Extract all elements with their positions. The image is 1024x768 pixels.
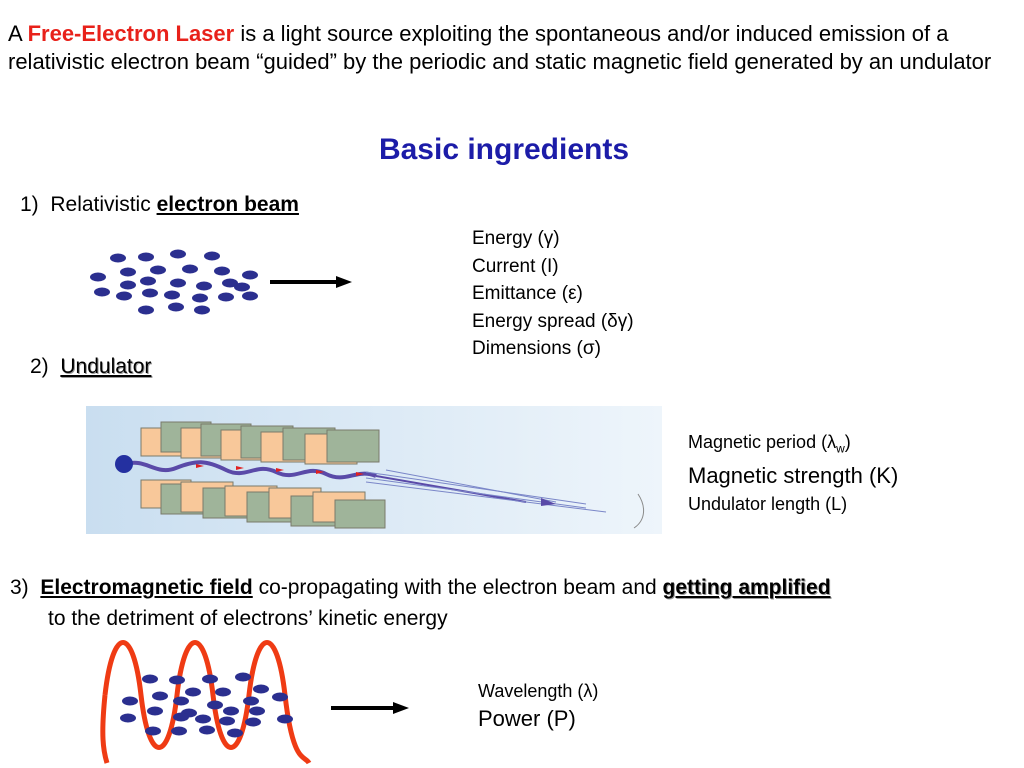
beam-properties: Energy (γ) Current (I) Emittance (ε) Ene…: [472, 225, 634, 363]
prop-dimensions: Dimensions (σ): [472, 338, 601, 359]
electron-cloud: [90, 249, 258, 315]
electron-trajectory: [125, 460, 644, 529]
field-arrow: [331, 702, 409, 714]
prop-energy: Energy (γ): [472, 228, 560, 249]
section3-title: 3) Electromagnetic field co-propagating …: [10, 572, 1022, 634]
prop-magnetic-period: Magnetic period (λw): [688, 432, 851, 456]
prop-current: Current (I): [472, 255, 559, 277]
prop-power: Power (P): [478, 706, 576, 731]
prop-undulator-length: Undulator length (L): [688, 493, 848, 514]
undulator-properties: Magnetic period (λw) Magnetic strength (…: [688, 430, 898, 517]
prop-energy-spread: Energy spread (δγ): [472, 310, 634, 332]
field-properties: Wavelength (λ) Power (P): [478, 678, 598, 734]
prop-wavelength: Wavelength (λ): [478, 681, 599, 701]
intro-prefix: A: [8, 21, 28, 46]
section2-emph: Undulator: [60, 355, 152, 378]
prop-emittance: Emittance (ε): [472, 283, 583, 304]
undulator-diagram: [86, 406, 662, 534]
intro-rest: is a light source exploiting the spontan…: [8, 21, 992, 74]
section3-emph: Electromagnetic field: [40, 576, 253, 599]
section1-title: 1) Relativistic electron beam: [20, 193, 299, 217]
section2-title: 2) Undulator: [30, 355, 151, 379]
section1-number: 1): [20, 193, 39, 216]
electron-source-dot: [115, 455, 133, 473]
field-arrows: [196, 464, 364, 476]
page-title: Basic ingredients: [378, 133, 630, 166]
section3-number: 3): [10, 576, 29, 599]
prop-magnetic-strength: Magnetic strength (K): [688, 462, 899, 488]
top-magnet-row: [140, 421, 380, 465]
em-wave: [102, 640, 312, 765]
section3-emph2: getting amplified: [662, 576, 831, 599]
beam-arrow: [270, 276, 352, 288]
section3-line1: 3) Electromagnetic field co-propagating …: [10, 572, 1022, 603]
section1-emph: electron beam: [156, 193, 299, 216]
section3-line2: to the detriment of electrons’ kinetic e…: [48, 607, 448, 630]
section1-text: Relativistic: [50, 193, 151, 216]
intro-highlight: Free-Electron Laser: [27, 21, 235, 46]
intro-paragraph: A Free-Electron Laser is a light source …: [8, 20, 1018, 76]
electron-beam-diagram: [90, 249, 352, 315]
em-field-diagram: [100, 640, 409, 765]
electron-cloud-field: [120, 672, 293, 738]
bottom-magnet-row: [140, 479, 386, 529]
section2-number: 2): [30, 355, 49, 378]
section3-text: co-propagating with the electron beam an…: [252, 576, 663, 599]
